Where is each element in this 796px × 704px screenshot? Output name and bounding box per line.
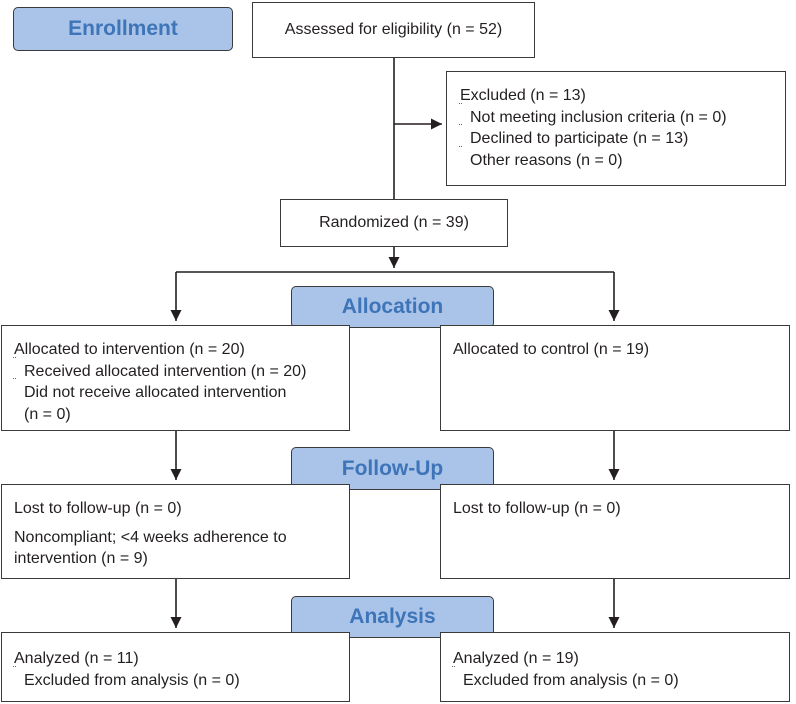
intervention-analysis-excluded: ¨ Excluded from analysis (n = 0) [13,665,349,692]
stage-follow-up-label: Follow-Up [341,456,444,480]
excluded-item-text: Other reasons (n = 0) [470,151,623,169]
intervention-allocation-item-text: Did not receive allocated intervention [24,384,287,401]
excluded-item-text: Declined to participate (n = 13) [470,130,689,147]
intervention-analyzed-text: Analyzed (n = 11) [14,650,139,667]
stage-follow-up: Follow-Up [291,447,494,490]
excluded-box: Excluded (n = 13) ¨ Not meeting inclusion… [446,71,786,186]
intervention-lost-text: Lost to follow-up (n = 0) [14,500,182,517]
control-analysis-excluded-text: Excluded from analysis (n = 0) [463,671,679,689]
control-allocation-title: Allocated to control (n = 19) [453,341,650,358]
bullet-glyph: ¨ [459,144,463,156]
bullet-glyph: ¨ [459,123,463,134]
intervention-noncompliant-text-continued: intervention (n = 9) [14,550,148,567]
stage-enrollment: Enrollment [13,7,233,51]
bullet-glyph: ¨ [13,377,17,388]
randomized-box: Randomized (n = 39) [280,199,508,247]
intervention-noncompliant-text: Noncompliant; <4 weeks adherence to [14,528,287,546]
excluded-item: ¨ Not meeting inclusion criteria (n = 0) [459,102,785,129]
intervention-allocation-item-continued: (n = 0) [24,405,71,423]
bullet-glyph: ¨ [452,664,456,676]
control-lost-text: Lost to follow-up (n = 0) [453,500,621,517]
excluded-title: Excluded (n = 13) [460,87,586,104]
intervention-allocation-item: ¨ Received allocated intervention (n = 20… [13,356,349,383]
control-analysis-box: Analyzed (n = 19) ¨ Excluded from analysi… [440,632,790,702]
assessed-text: Assessed for eligibility (n = 52) [284,21,503,39]
excluded-item: ¨ Declined to participate (n = 13) [459,124,785,150]
assessed-box: Assessed for eligibility (n = 52) [252,2,535,58]
excluded-item: ¨ Other reasons (n = 0) [459,145,785,172]
stage-analysis-label: Analysis [349,605,436,628]
excluded-item-text: Not meeting inclusion criteria (n = 0) [470,108,727,126]
bullet-glyph: ¨ [13,664,17,676]
intervention-analysis-excluded-text: Excluded from analysis (n = 0) [24,671,240,689]
bullet-glyph: ¨ [459,101,463,113]
stage-analysis: Analysis [291,596,494,638]
control-followup-box: Lost to follow-up (n = 0) [440,484,790,579]
intervention-allocation-item: ¨ Did not receive allocated intervention [13,378,349,404]
stage-allocation-label: Allocation [341,295,444,318]
stage-allocation: Allocation [291,286,494,328]
intervention-allocation-title: Allocated to intervention (n = 20) [14,341,245,358]
intervention-allocation-box: Allocated to intervention (n = 20) ¨ Rece… [1,325,350,431]
intervention-followup-box: Lost to follow-up (n = 0) Noncompliant; … [1,484,350,579]
stage-enrollment-label: Enrollment [68,17,178,40]
intervention-analysis-box: Analyzed (n = 11) ¨ Excluded from analysi… [1,632,350,702]
intervention-allocation-item-text: Received allocated intervention (n = 20) [24,362,307,380]
control-allocation-box: Allocated to control (n = 19) [440,325,790,431]
randomized-text: Randomized (n = 39) [319,214,469,232]
control-analysis-excluded: ¨ Excluded from analysis (n = 0) [452,665,789,692]
control-analyzed-text: Analyzed (n = 19) [453,650,579,667]
bullet-glyph: ¨ [13,355,17,367]
